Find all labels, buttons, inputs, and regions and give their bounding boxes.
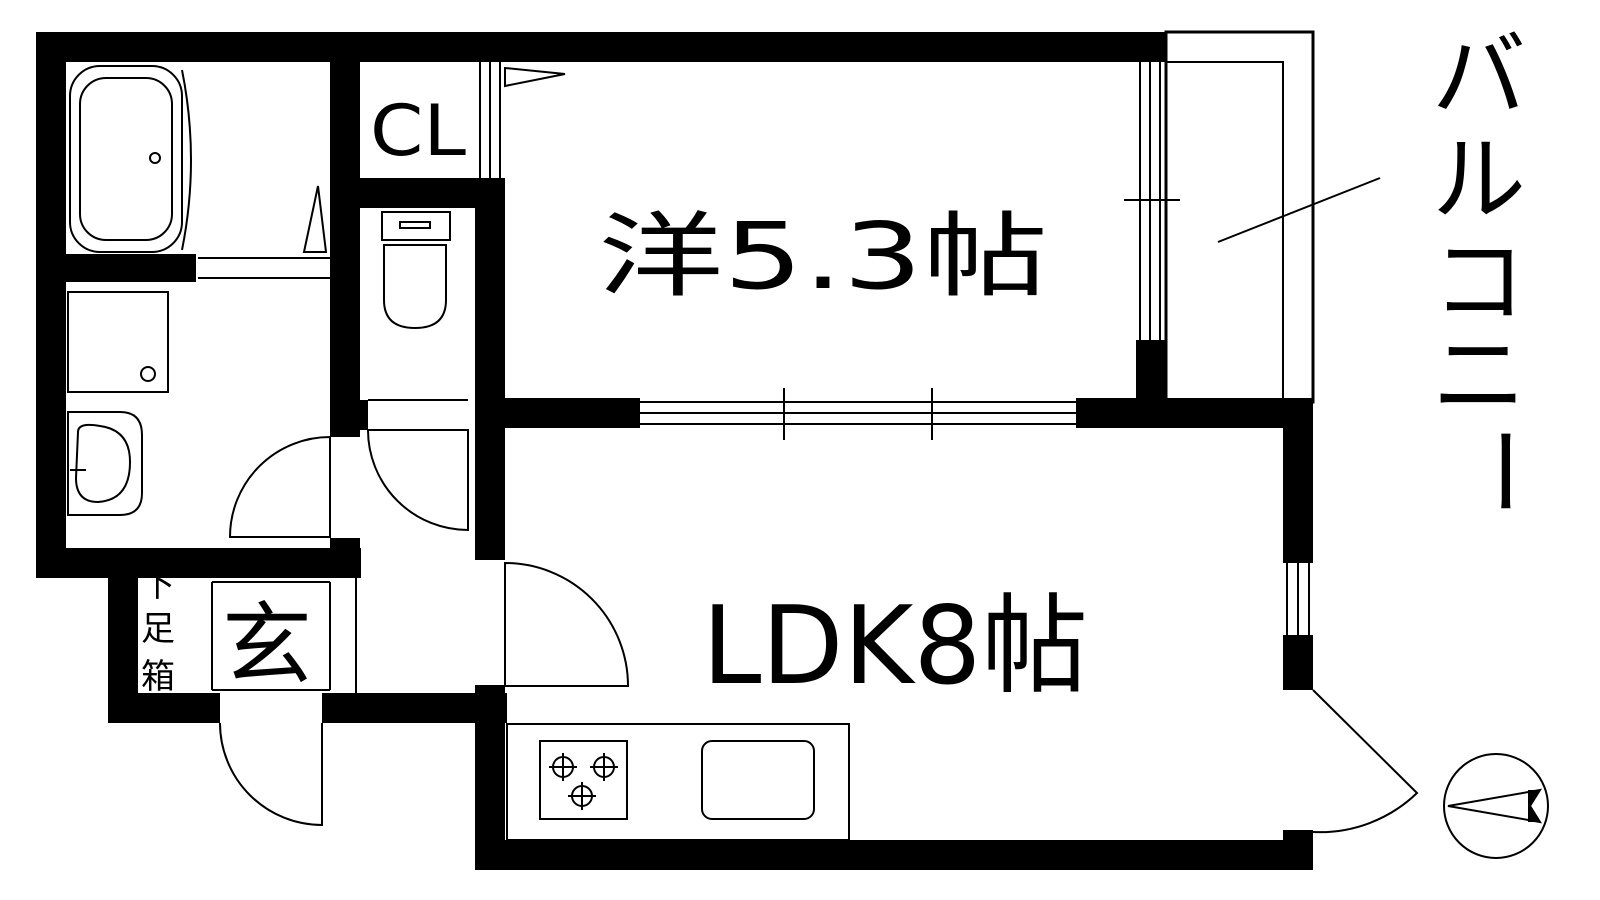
shoe-box-char: 下 [141,565,175,605]
balcony-label: バ ル コ ニ ー [1432,22,1556,518]
shoe-box-char: 箱 [141,657,175,697]
ldk-label: LDK8帖 [702,584,1088,709]
washing-machine-pan-icon [67,291,169,393]
kitchen-sink-icon [701,740,815,820]
washbasin-icon [67,411,143,516]
western-room-label: 洋5.3帖 [598,203,1048,310]
balcony-char: ル [1432,126,1526,235]
kitchen-counter [506,723,850,841]
balcony [1164,30,1381,404]
balcony-char: ー [1447,424,1556,518]
north-arrow-icon [1443,753,1549,859]
balcony-char: ニ [1432,322,1526,431]
bathtub-icon [69,65,192,253]
entrance-label: 玄 [222,593,312,698]
balcony-char: コ [1432,228,1526,337]
walls [36,32,1313,870]
balcony-char: バ [1432,22,1526,131]
windows [479,62,1310,635]
toilet-icon [381,211,451,330]
shoe-box-char: 足 [141,609,175,649]
doors [198,66,1419,834]
shoe-box-label: 下 足 箱 [141,565,175,697]
three-burner-stove-icon [539,740,628,820]
closet-label: CL [370,90,466,172]
